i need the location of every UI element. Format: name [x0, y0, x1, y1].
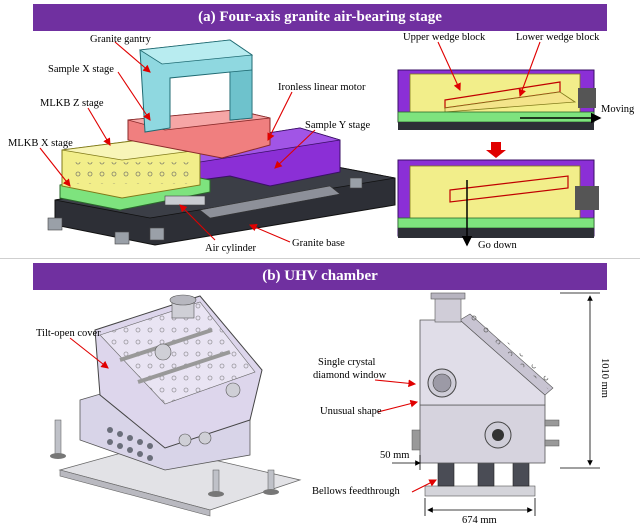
label-window-line1: Single crystal	[318, 357, 376, 368]
wedge-view-top	[397, 69, 596, 130]
panel-a-title-banner: (a) Four-axis granite air-bearing stage	[33, 4, 607, 31]
label-granite-base: Granite base	[292, 238, 345, 249]
label-bellows-feedthrough: Bellows feedthrough	[312, 486, 401, 497]
transition-down-arrow	[486, 142, 506, 158]
label-ironless-linear-motor: Ironless linear motor	[278, 82, 366, 93]
label-dim-1010mm: 1010 mm	[599, 358, 610, 398]
label-dim-50mm: 50 mm	[380, 450, 409, 461]
label-upper-wedge-block: Upper wedge block	[403, 32, 486, 43]
label-unusual-shape: Unusual shape	[320, 406, 382, 417]
label-sample-x-stage: Sample X stage	[48, 64, 114, 75]
label-tilt-open-cover: Tilt-open cover	[36, 328, 101, 339]
uhv-chamber-iso-drawing	[50, 294, 302, 517]
label-go-down: Go down	[478, 240, 518, 251]
wedge-view-bottom	[397, 159, 599, 238]
panel-b-title-banner: (b) UHV chamber	[33, 263, 607, 290]
label-sample-y-stage: Sample Y stage	[305, 120, 370, 131]
label-air-cylinder: Air cylinder	[205, 243, 257, 254]
label-mlkb-x-stage: MLKB X stage	[8, 138, 73, 149]
label-moving: Moving	[601, 104, 635, 115]
uhv-chamber-side-drawing	[411, 292, 560, 497]
label-granite-gantry: Granite gantry	[90, 34, 152, 45]
label-lower-wedge-block: Lower wedge block	[516, 32, 600, 43]
label-dim-674mm: 674 mm	[462, 515, 497, 526]
label-window-line2: diamond window	[313, 370, 387, 381]
granite-stage-drawing	[47, 39, 396, 246]
panel-divider	[0, 258, 640, 259]
label-mlkb-z-stage: MLKB Z stage	[40, 98, 104, 109]
